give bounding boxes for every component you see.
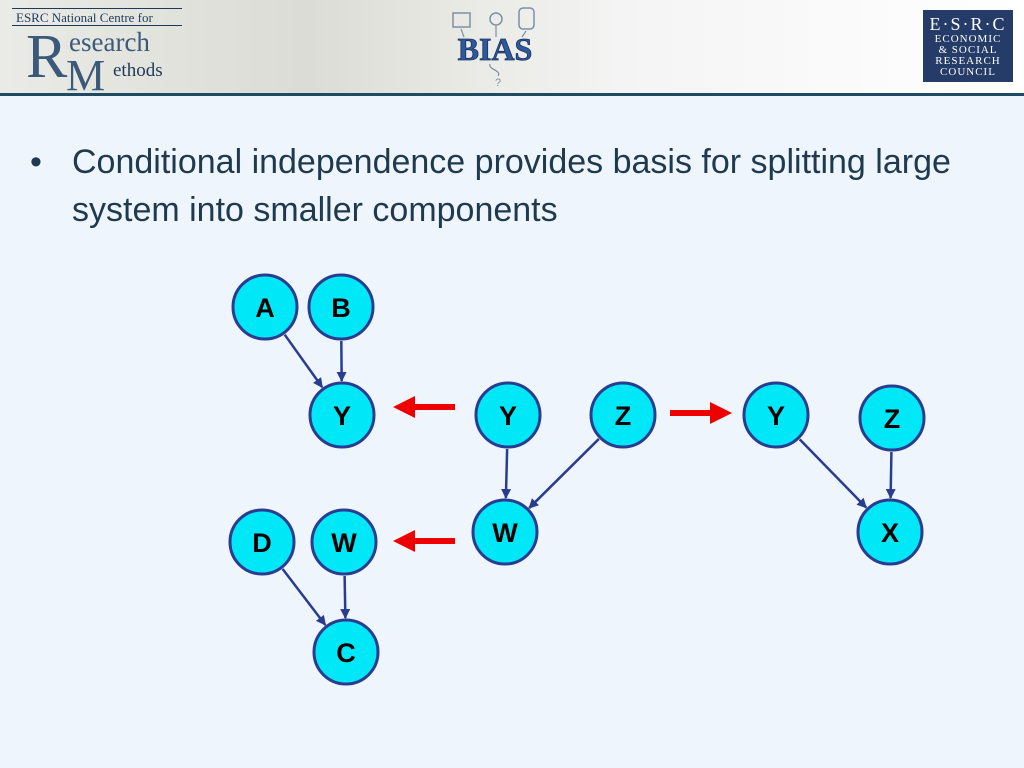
node-label: Y bbox=[767, 401, 785, 431]
node-y2: Y bbox=[474, 381, 542, 449]
node-circle bbox=[307, 273, 375, 341]
arrow-left-top-icon bbox=[393, 396, 455, 418]
node-b: B bbox=[307, 273, 375, 341]
esrc-logo-line2: ECONOMIC bbox=[934, 33, 1002, 45]
slide-header bbox=[0, 0, 1024, 93]
esrc-logo-line3: & SOCIAL bbox=[938, 44, 998, 56]
node-label: D bbox=[252, 528, 272, 558]
bias-logo-text: BIAS bbox=[458, 31, 533, 67]
header-divider bbox=[0, 93, 1024, 96]
bias-circle-icon bbox=[489, 12, 503, 26]
edge-z2-to-x bbox=[885, 451, 896, 500]
node-label: W bbox=[492, 518, 518, 548]
node-circle bbox=[858, 384, 926, 452]
ncrm-logo-top-line: ESRC National Centre for bbox=[12, 8, 182, 26]
node-circle bbox=[310, 508, 378, 576]
node-label: Y bbox=[499, 401, 517, 431]
node-circle bbox=[228, 508, 296, 576]
bias-logo: BIAS ? bbox=[452, 7, 535, 89]
ncrm-logo-letter-r: R bbox=[26, 23, 68, 91]
node-y3: Y bbox=[742, 381, 810, 449]
node-label: W bbox=[331, 528, 357, 558]
split-arrows-layer bbox=[393, 396, 732, 552]
node-circle bbox=[589, 381, 657, 449]
edge-w1-to-c bbox=[340, 575, 351, 620]
nodes-layer: A B Y Y Z W Y Z X D W C bbox=[228, 273, 926, 686]
node-label: A bbox=[255, 293, 275, 323]
edge-y2-to-w2 bbox=[501, 448, 512, 500]
ncrm-logo: ESRC National Centre for R esearch M eth… bbox=[6, 4, 186, 98]
node-label: B bbox=[331, 293, 351, 323]
node-circle bbox=[312, 618, 380, 686]
node-circle bbox=[231, 273, 299, 341]
node-circle bbox=[474, 381, 542, 449]
bullet-marker: • bbox=[30, 143, 42, 181]
node-z2: Z bbox=[858, 384, 926, 452]
bias-question-mark: ? bbox=[495, 77, 501, 89]
edges-layer bbox=[281, 333, 896, 626]
node-label: X bbox=[881, 518, 899, 548]
arrow-left-bottom-icon bbox=[393, 530, 455, 552]
ncrm-logo-ethods: ethods bbox=[113, 60, 163, 81]
edge-y3-to-x bbox=[798, 438, 868, 509]
edge-z1-to-w2 bbox=[528, 438, 600, 509]
node-y1: Y bbox=[308, 381, 376, 449]
node-circle bbox=[308, 381, 376, 449]
node-circle bbox=[742, 381, 810, 449]
arrow-right-top-icon bbox=[670, 402, 732, 424]
esrc-logo-line5: COUNCIL bbox=[940, 66, 996, 78]
esrc-logo-line4: RESEARCH bbox=[935, 55, 1001, 67]
node-a: A bbox=[231, 273, 299, 341]
bias-rounded-rect-icon bbox=[518, 7, 535, 30]
bias-square-icon bbox=[452, 12, 471, 28]
node-w1: W bbox=[310, 508, 378, 576]
node-x: X bbox=[856, 498, 924, 566]
node-label: Z bbox=[884, 404, 901, 434]
node-circle bbox=[471, 498, 539, 566]
edge-a-to-y1 bbox=[283, 333, 324, 389]
node-label: Z bbox=[615, 401, 632, 431]
ncrm-logo-esearch: esearch bbox=[69, 27, 150, 57]
node-label: C bbox=[336, 638, 356, 668]
node-w2: W bbox=[471, 498, 539, 566]
esrc-logo: E·S·R·C ECONOMIC & SOCIAL RESEARCH COUNC… bbox=[923, 10, 1013, 82]
node-label: Y bbox=[333, 401, 351, 431]
esrc-logo-line1: E·S·R·C bbox=[929, 14, 1007, 34]
bullet-text: Conditional independence provides basis … bbox=[72, 143, 951, 229]
node-d: D bbox=[228, 508, 296, 576]
node-circle bbox=[856, 498, 924, 566]
node-c: C bbox=[312, 618, 380, 686]
edge-d-to-c bbox=[281, 568, 327, 626]
ncrm-logo-letter-m: M bbox=[66, 51, 106, 100]
node-z1: Z bbox=[589, 381, 657, 449]
